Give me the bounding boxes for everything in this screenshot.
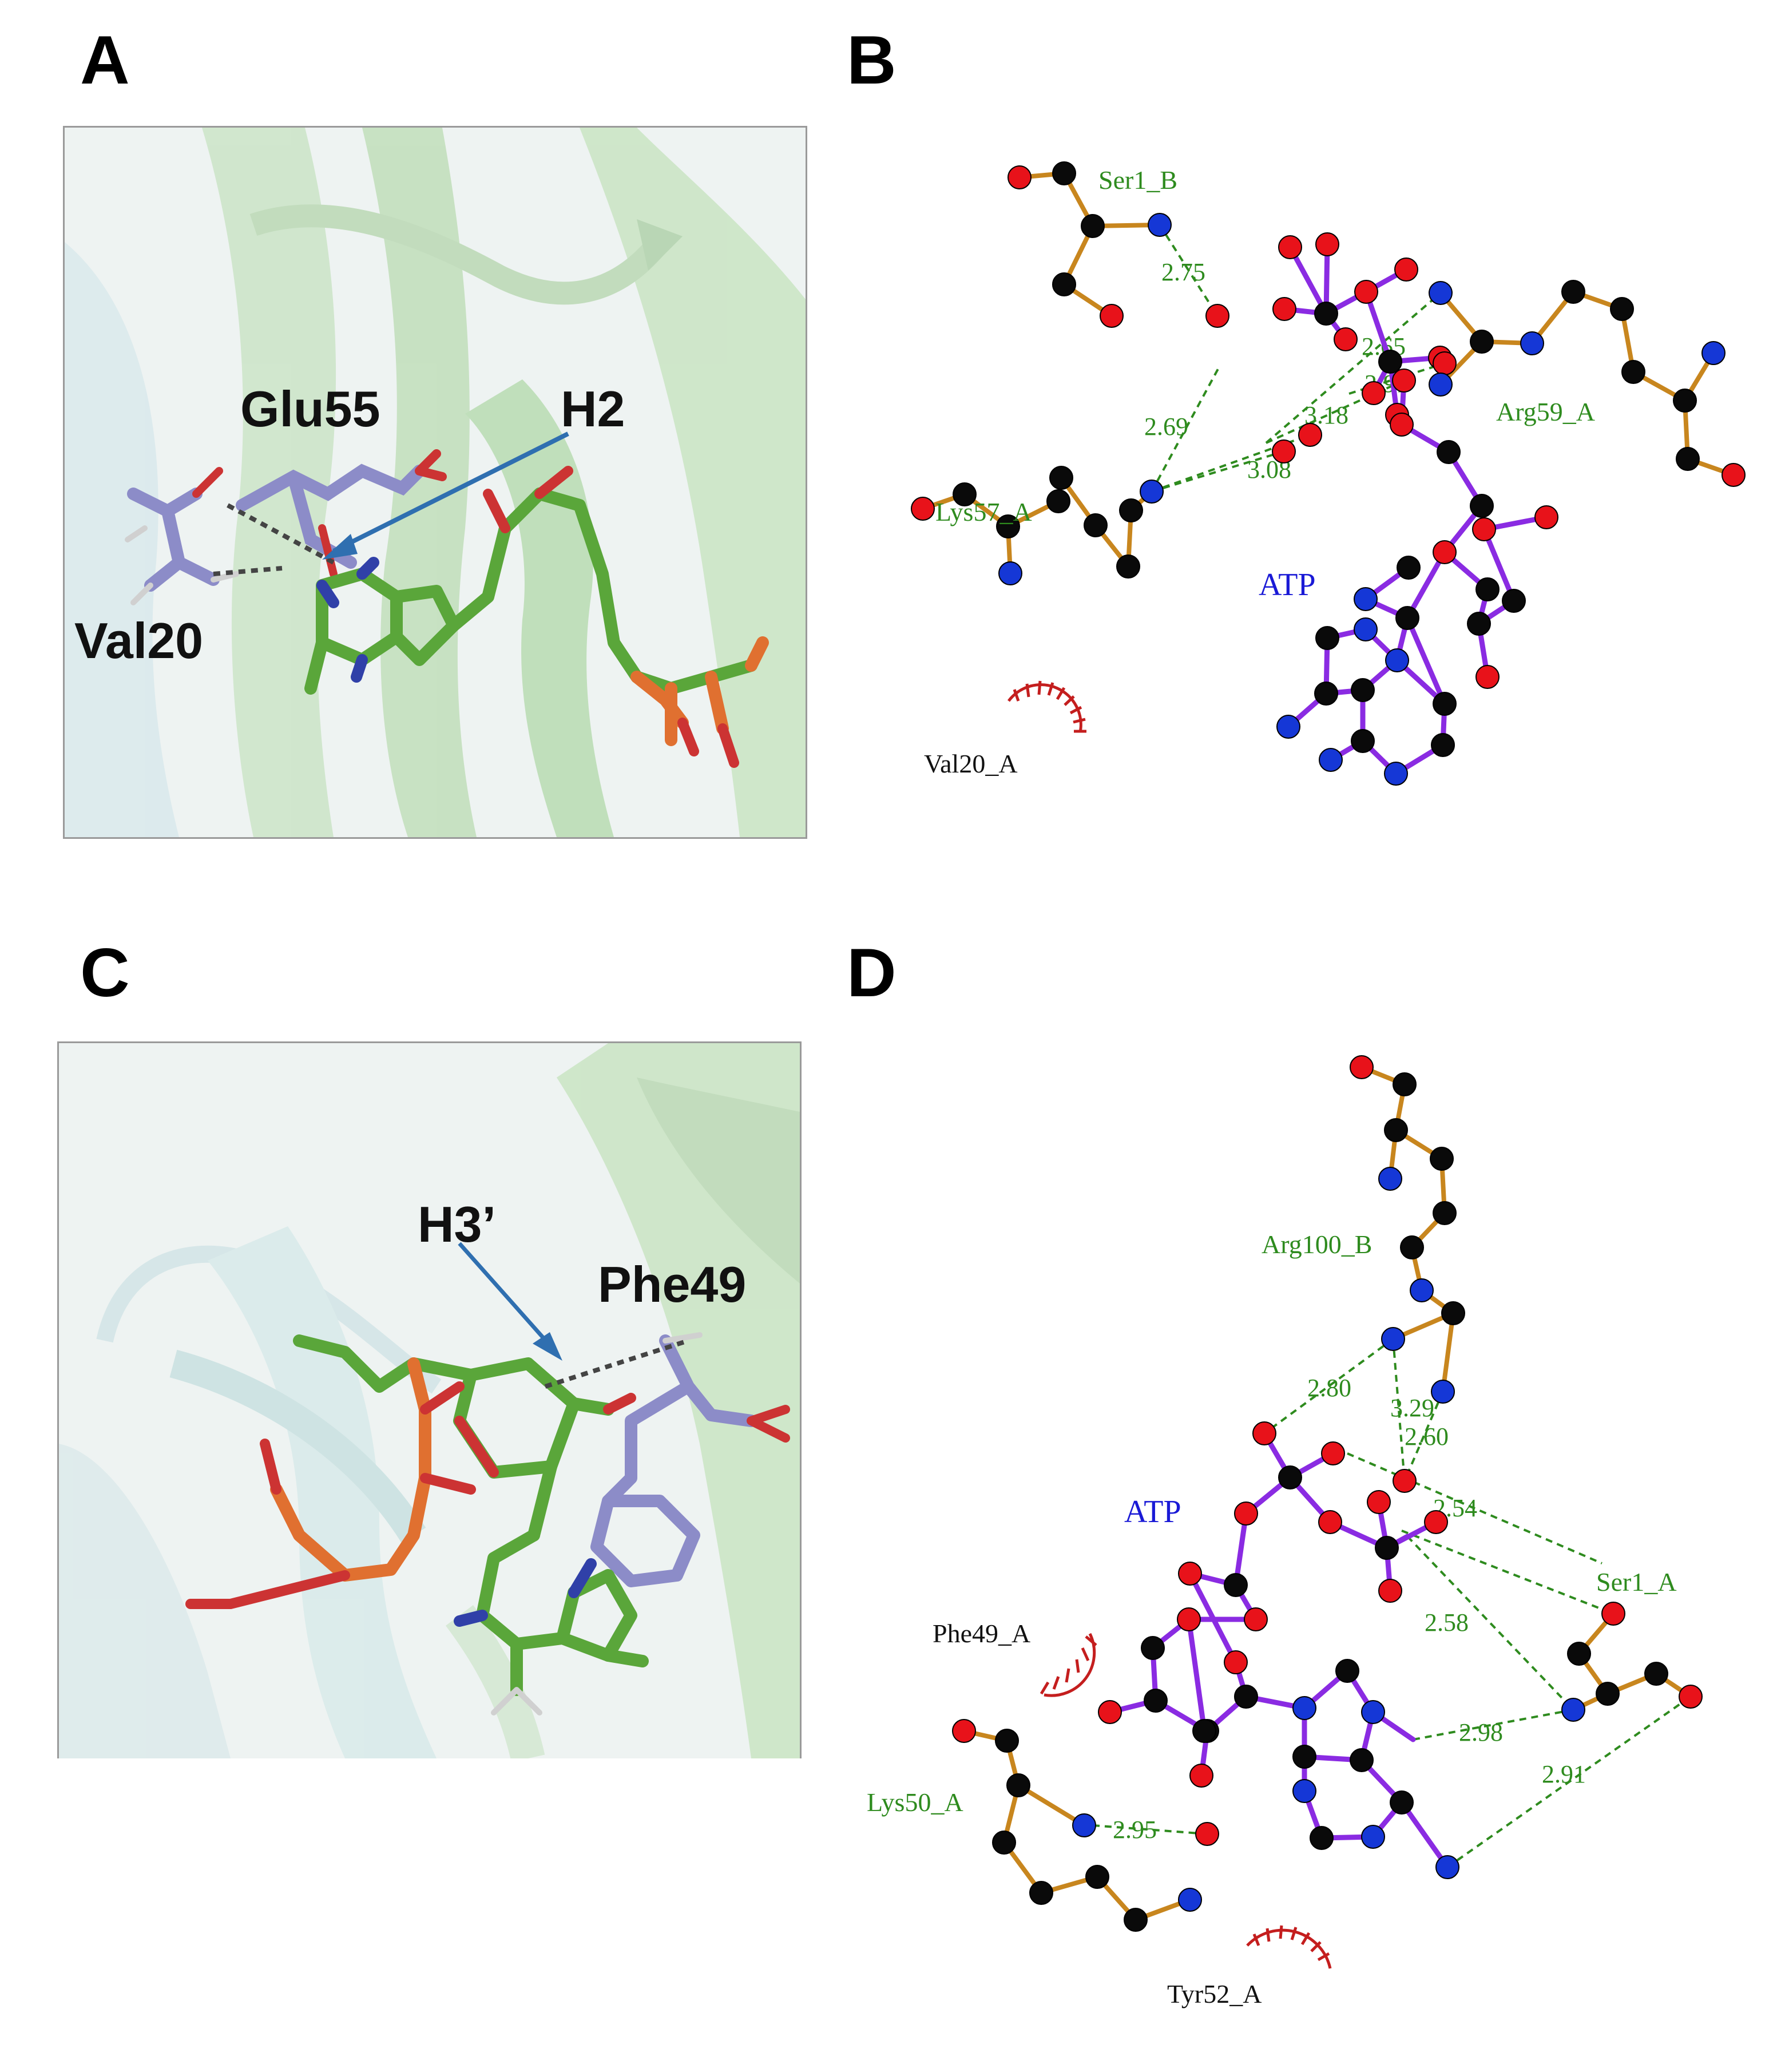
phe49-sticks xyxy=(590,1332,790,1587)
structure-c-image xyxy=(59,1043,800,1758)
dist-b-1: 2.75 xyxy=(1161,258,1205,286)
h2-arrow-head xyxy=(322,534,358,560)
atp-sticks-c xyxy=(185,1334,649,1716)
label-val20-a: Val20_A xyxy=(924,749,1018,778)
structure-panel-a xyxy=(63,126,807,839)
atoms-b xyxy=(911,161,1746,786)
dist-d-8: 2.95 xyxy=(1113,1816,1157,1844)
dist-b-4: 2.69 xyxy=(1144,413,1188,441)
label-ser1-b: Ser1_B xyxy=(1098,165,1177,195)
label-lys57-a: Lys57_A xyxy=(935,497,1032,526)
label-atp-b: ATP xyxy=(1259,567,1316,603)
label-h2: H2 xyxy=(561,381,625,437)
label-ser1-a: Ser1_A xyxy=(1596,1567,1677,1596)
atoms-d xyxy=(952,1055,1703,1932)
dist-d-3: 2.60 xyxy=(1405,1423,1449,1451)
structure-panel-c xyxy=(57,1041,802,1758)
hydrophobic-arc-phe49 xyxy=(1040,1633,1097,1697)
h2-arrow-line xyxy=(332,431,569,553)
interaction-diagram-d: 2.80 3.29 2.60 2.54 2.58 2.98 2.91 2.95 xyxy=(824,1019,1785,2071)
panel-letter-a: A xyxy=(80,22,130,98)
hydrophobic-arc-val20 xyxy=(1007,680,1086,733)
label-arg100-b: Arg100_B xyxy=(1262,1230,1372,1259)
h3-arrow-head xyxy=(533,1332,562,1361)
label-arg59-a: Arg59_A xyxy=(1496,397,1595,426)
hbonds-d xyxy=(1092,1338,1692,1868)
diagram-d-svg: 2.80 3.29 2.60 2.54 2.58 2.98 2.91 2.95 xyxy=(867,1055,1703,2008)
ribbon-c xyxy=(59,1043,800,1758)
label-val20: Val20 xyxy=(74,612,203,669)
dist-d-5: 2.58 xyxy=(1425,1609,1469,1637)
diagram-b-svg: 2.75 2.65 2.91 2.69 3.18 3.08 xyxy=(911,161,1746,786)
label-glu55: Glu55 xyxy=(240,381,380,437)
panel-letter-c: C xyxy=(80,934,130,1011)
dist-d-2: 3.29 xyxy=(1390,1394,1434,1422)
dist-d-6: 2.98 xyxy=(1459,1718,1503,1746)
labels-a-overlay: Glu55 H2 Val20 xyxy=(74,381,625,669)
residue-labels-d: Arg100_B Ser1_A Phe49_A Lys50_A Tyr52_A … xyxy=(867,1230,1677,2008)
label-phe49-a: Phe49_A xyxy=(933,1619,1030,1648)
atp-sticks-a xyxy=(304,466,769,768)
label-h3prime: H3’ xyxy=(418,1196,496,1253)
label-phe49: Phe49 xyxy=(598,1256,746,1313)
panel-letter-b: B xyxy=(847,22,897,98)
hydrophobic-arc-tyr52 xyxy=(1246,1925,1332,1969)
label-atp-d: ATP xyxy=(1124,1494,1181,1530)
h3-arrow-line xyxy=(458,1242,553,1348)
residue-bonds-d xyxy=(962,1065,1693,1923)
distance-labels-d: 2.80 3.29 2.60 2.54 2.58 2.98 2.91 2.95 xyxy=(1113,1374,1586,1844)
panel-letter-d: D xyxy=(847,934,897,1011)
structure-a-image xyxy=(65,128,806,837)
val20-sticks xyxy=(125,467,239,605)
dist-d-7: 2.91 xyxy=(1542,1760,1586,1788)
label-lys50-a: Lys50_A xyxy=(867,1788,963,1817)
dist-d-1: 2.80 xyxy=(1307,1374,1351,1402)
residue-labels-b: Ser1_B Arg59_A Lys57_A Val20_A ATP xyxy=(924,165,1595,778)
labels-c-overlay: H3’ Phe49 xyxy=(418,1196,746,1313)
interaction-diagram-b: 2.75 2.65 2.91 2.69 3.18 3.08 xyxy=(824,114,1785,858)
label-tyr52-a: Tyr52_A xyxy=(1167,1979,1262,2008)
